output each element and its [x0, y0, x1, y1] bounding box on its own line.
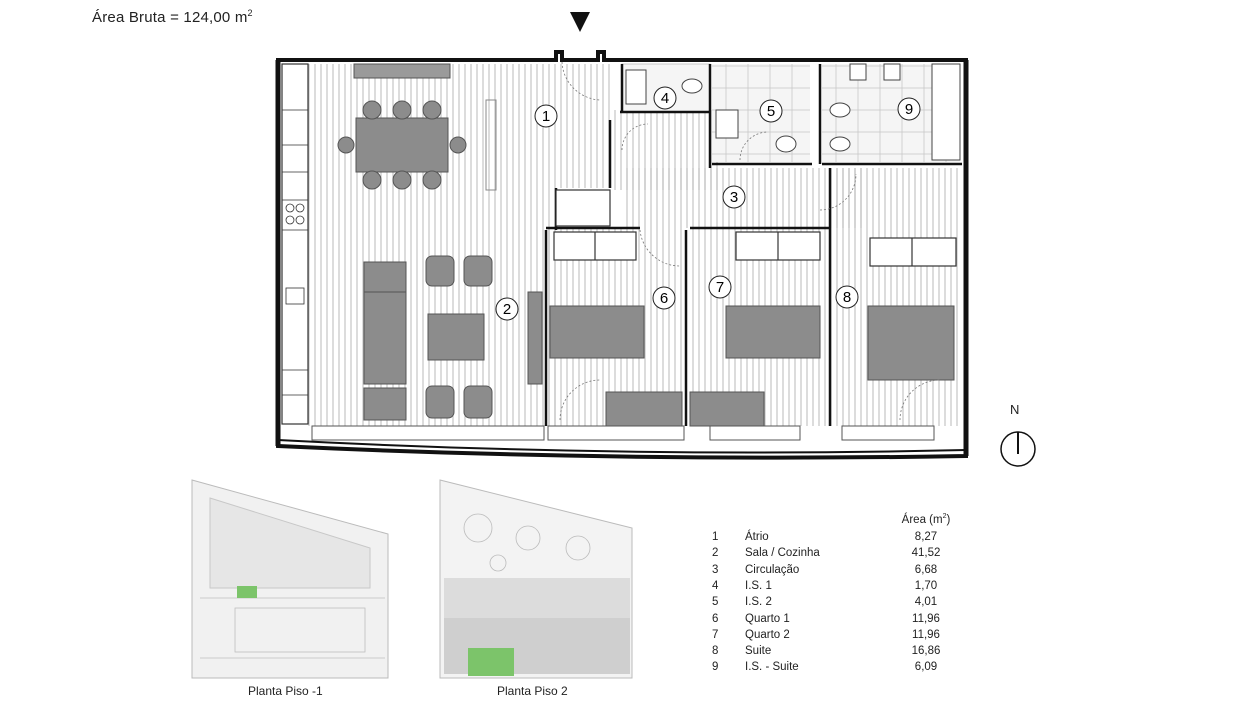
room-number-label: 3: [730, 189, 738, 206]
room-area: 11,96: [912, 628, 940, 641]
area-row: 7 Quarto 2 11,96: [712, 629, 952, 645]
room-area: 1,70: [914, 579, 938, 592]
room-number: 6: [712, 612, 719, 625]
room-area: 16,86: [911, 645, 941, 658]
room-name: Circulação: [745, 563, 800, 576]
area-row: 3 Circulação 6,68: [712, 564, 952, 580]
room-name: I.S. - Suite: [745, 661, 799, 674]
room-number: 7: [712, 628, 719, 641]
beds: [549, 305, 955, 427]
north-arrow-icon: [1000, 431, 1036, 467]
room-number-label: 4: [661, 90, 669, 107]
room-label-1: 1: [534, 104, 558, 128]
mini-plan-caption: Planta Piso -1: [248, 684, 323, 698]
room-name: Átrio: [745, 531, 769, 543]
room-label-9: 9: [897, 97, 921, 121]
room-number: 3: [712, 563, 719, 576]
room-label-2: 2: [495, 297, 519, 321]
area-row: 9 I.S. - Suite 6,09: [712, 661, 952, 677]
room-number-label: 5: [767, 103, 775, 120]
area-row: 1 Átrio 8,27: [712, 531, 952, 547]
room-label-3: 3: [722, 185, 746, 209]
mini-plan-caption: Planta Piso 2: [497, 684, 568, 698]
room-area: 41,52: [911, 547, 941, 560]
room-area: 6,68: [914, 563, 938, 576]
area-row: 6 Quarto 1 11,96: [712, 613, 952, 629]
room-name: Quarto 1: [745, 612, 790, 625]
room-area: 8,27: [914, 531, 938, 543]
room-labels: 1 2 3 4 5 6 7 8 9: [495, 86, 921, 321]
room-number-label: 6: [660, 290, 668, 307]
room-number: 8: [712, 645, 719, 658]
floor-plan: 1 2 3 4 5 6 7 8 9: [275, 12, 969, 460]
area-row: 2 Sala / Cozinha 41,52: [712, 547, 952, 563]
room-label-5: 5: [759, 99, 783, 123]
room-number-label: 7: [716, 279, 724, 296]
room-number-label: 1: [542, 108, 550, 125]
room-number-label: 2: [503, 301, 511, 318]
living-furniture: [363, 255, 543, 421]
area-row: 8 Suite 16,86: [712, 645, 952, 661]
room-number: 4: [712, 579, 719, 592]
room-number-label: 8: [843, 289, 851, 306]
mini-plan-floor-2: [439, 479, 633, 679]
room-label-6: 6: [652, 286, 676, 310]
room-number: 5: [712, 596, 719, 609]
room-name: Quarto 2: [745, 628, 790, 641]
room-area: 6,09: [914, 661, 938, 674]
room-label-8: 8: [835, 285, 859, 309]
dining-table: [337, 63, 467, 190]
room-name: I.S. 1: [745, 579, 772, 592]
room-name: Sala / Cozinha: [745, 547, 820, 560]
area-table-header: Área (m2): [901, 513, 951, 526]
outer-wall: [276, 50, 968, 460]
room-label-7: 7: [708, 275, 732, 299]
room-name: Suite: [745, 645, 772, 658]
gross-area-title: Área Bruta = 124,00 m2: [92, 8, 253, 26]
room-number: 9: [712, 661, 719, 674]
room-label-4: 4: [653, 86, 677, 110]
area-row: 4 I.S. 1 1,70: [712, 580, 952, 596]
room-area: 11,96: [912, 612, 940, 625]
entrance-arrow-icon: [570, 12, 590, 32]
room-number-label: 9: [905, 101, 913, 118]
mini-plan-floor-minus1: [191, 479, 389, 679]
unit-highlight: [237, 586, 257, 598]
room-number: 1: [712, 531, 719, 543]
room-number: 2: [712, 547, 719, 560]
room-name: I.S. 2: [745, 596, 772, 609]
area-row: 5 I.S. 2 4,01: [712, 596, 952, 612]
room-area: 4,01: [914, 596, 938, 609]
unit-highlight: [468, 648, 514, 676]
north-label: N: [1010, 402, 1020, 417]
